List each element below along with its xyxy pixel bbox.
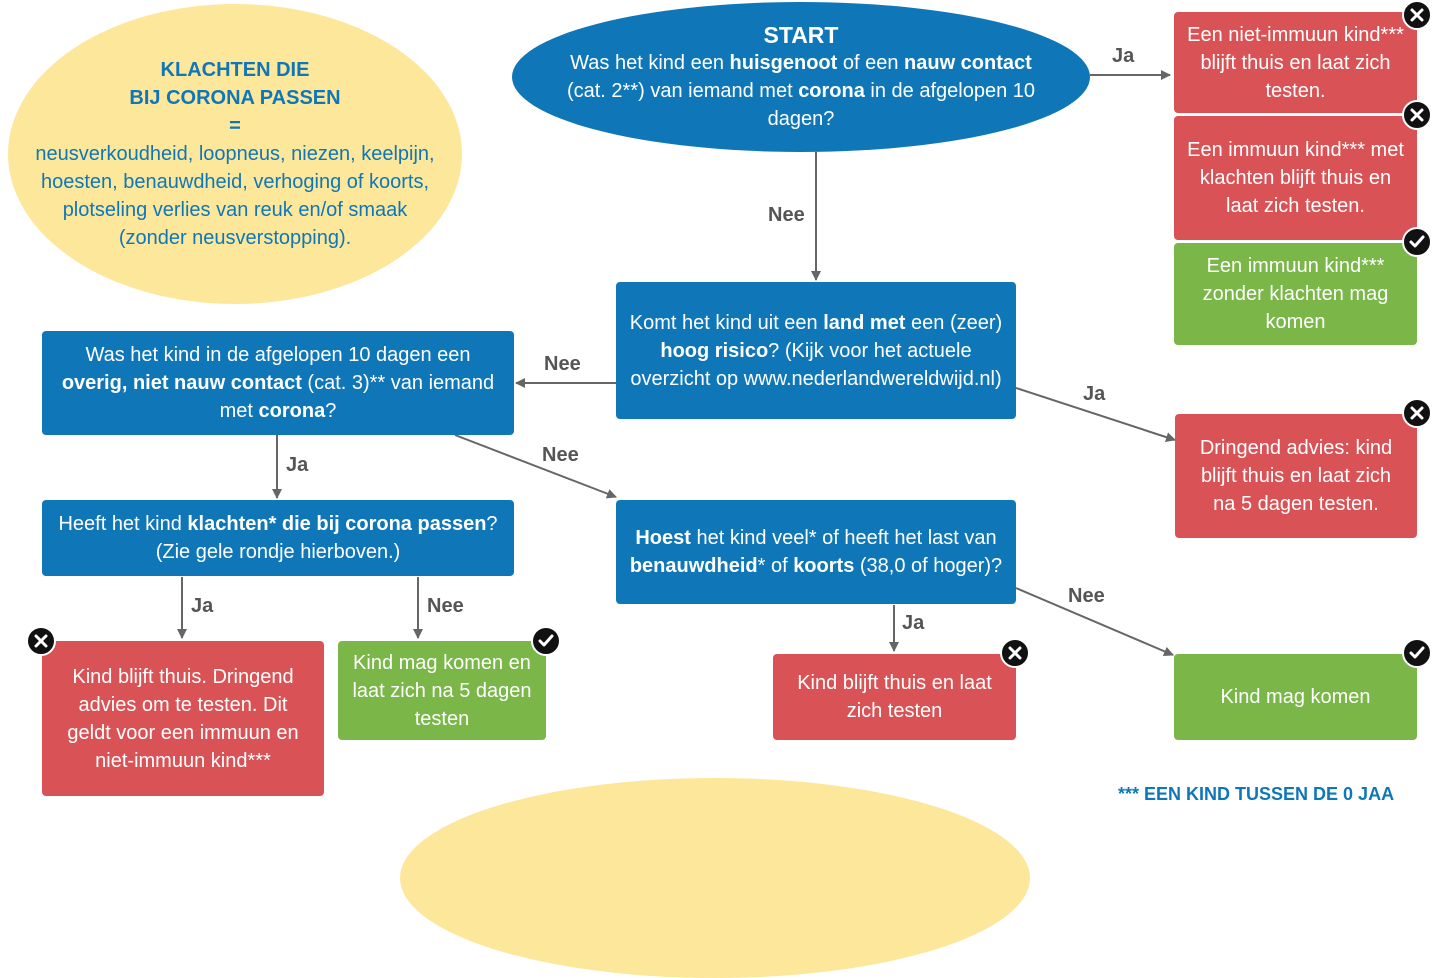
outcome-thuis-testen: Kind blijft thuis en laat zich testen — [773, 654, 1016, 740]
label-start-ja: Ja — [1112, 45, 1135, 67]
footnote-heading: *** EEN KIND TUSSEN DE 0 JAA — [1118, 784, 1395, 804]
check-icon — [531, 626, 561, 656]
question-hoest-benauwd-koorts: Hoest het kind veel* of heeft het last v… — [616, 500, 1016, 604]
legend-title-line1: KLACHTEN DIE — [160, 59, 310, 81]
question-klachten: Heeft het kind klachten* die bij corona … — [42, 500, 514, 576]
close-icon — [1402, 0, 1432, 30]
arrow-hoest-nee — [1015, 587, 1174, 657]
arrow-overig-nee — [454, 434, 617, 499]
label-land-ja: Ja — [1083, 383, 1106, 405]
label-overig-ja: Ja — [286, 454, 309, 476]
legend-equals: = — [229, 115, 241, 137]
close-icon — [1402, 100, 1432, 130]
outcome-thuis-dringend-testen: Kind blijft thuis. Dringend advies om te… — [42, 641, 324, 796]
label-hoest-ja: Ja — [902, 612, 925, 634]
question-land-hoog-risico: Komt het kind uit een land met een (zeer… — [616, 282, 1016, 419]
outcome-niet-immuun: Een niet-immuun kind*** blijft thuis en … — [1174, 12, 1417, 113]
close-icon — [1402, 398, 1432, 428]
check-icon — [1402, 638, 1432, 668]
label-start-nee: Nee — [768, 204, 805, 226]
outcome-dringend-advies: Dringend advies: kind blijft thuis en la… — [1175, 414, 1417, 538]
label-land-nee: Nee — [544, 353, 581, 375]
legend-title-line2: BIJ CORONA PASSEN — [129, 87, 341, 109]
check-icon — [1402, 227, 1432, 257]
label-overig-nee: Nee — [542, 444, 579, 466]
legend-body: neusverkoudheid, loopneus, niezen, keelp… — [35, 143, 435, 249]
outcome-immuun-zonder-klachten: Een immuun kind*** zonder klachten mag k… — [1174, 243, 1417, 345]
close-icon — [26, 626, 56, 656]
outcome-mag-komen: Kind mag komen — [1174, 654, 1417, 740]
outcome-mag-komen-testen: Kind mag komen en laat zich na 5 dagen t… — [338, 641, 546, 740]
label-klachten-nee: Nee — [427, 595, 464, 617]
question-overig-contact: Was het kind in de afgelopen 10 dagen ee… — [42, 331, 514, 435]
start-text: Was het kind een huisgenoot of een nauw … — [566, 52, 1036, 130]
label-klachten-ja: Ja — [191, 595, 214, 617]
bottom-yellow-ellipse — [400, 778, 1030, 978]
close-icon — [1000, 638, 1030, 668]
legend-ellipse: KLACHTEN DIE BIJ CORONA PASSEN = neusver… — [8, 4, 462, 304]
start-question: START Was het kind een huisgenoot of een… — [512, 2, 1090, 152]
arrow-land-ja — [1015, 387, 1176, 442]
start-title: START — [763, 22, 839, 48]
flow-arrows — [177, 70, 1176, 657]
label-hoest-nee: Nee — [1068, 585, 1105, 607]
outcome-immuun-klachten: Een immuun kind*** met klachten blijft t… — [1174, 116, 1417, 240]
